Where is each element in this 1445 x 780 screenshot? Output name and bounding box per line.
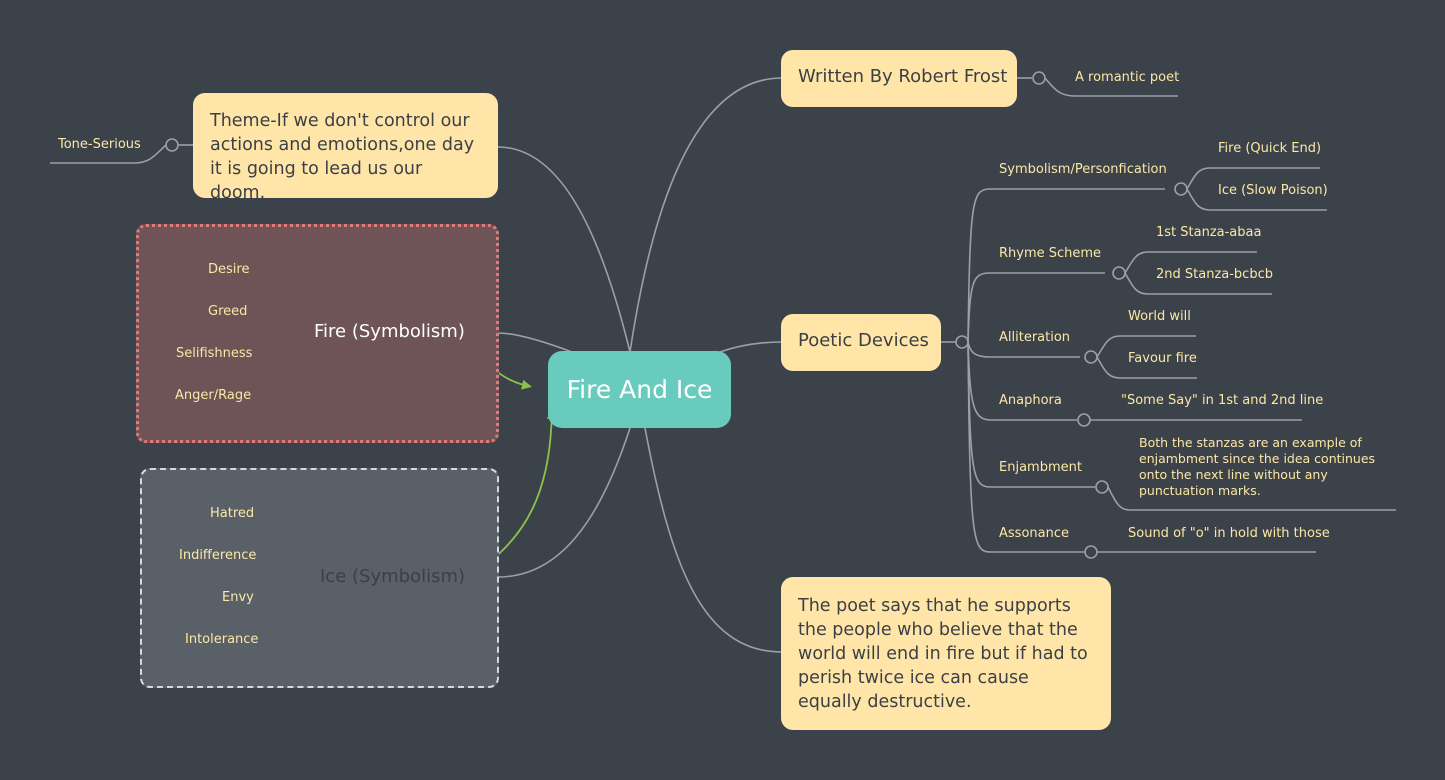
- ice-child-4[interactable]: Intolerance: [185, 632, 259, 647]
- theme-topic-label: Theme-If we don't control our actions an…: [210, 111, 475, 203]
- ice-topic[interactable]: Ice (Symbolism): [320, 566, 466, 587]
- device-anaphora-child-1[interactable]: "Some Say" in 1st and 2nd line: [1121, 393, 1324, 408]
- device-assonance-child-1[interactable]: Sound of "o" in hold with those: [1128, 526, 1330, 541]
- link-root-ice: [497, 427, 631, 578]
- fire-child-3[interactable]: Selifishness: [176, 346, 253, 361]
- summary-topic[interactable]: The poet says that he supports the peopl…: [781, 577, 1111, 730]
- devices-topic[interactable]: Poetic Devices: [781, 314, 941, 371]
- ice-child-1[interactable]: Hatred: [210, 506, 255, 521]
- link-root-author: [629, 77, 783, 353]
- ice-child-2[interactable]: Indifference: [179, 548, 257, 563]
- author-subtopic[interactable]: A romantic poet: [1075, 70, 1180, 85]
- theme-subtopic[interactable]: Tone-Serious: [58, 137, 141, 152]
- author-topic-label: Written By Robert Frost: [798, 66, 1008, 87]
- device-symbolism-child-2[interactable]: Ice (Slow Poison): [1218, 183, 1328, 198]
- ice-child-3[interactable]: Envy: [222, 590, 254, 605]
- device-anaphora[interactable]: Anaphora: [999, 393, 1062, 408]
- fire-boundary: [136, 224, 499, 443]
- device-symbolism[interactable]: Symbolism/Personfication: [999, 162, 1167, 177]
- device-assonance[interactable]: Assonance: [999, 526, 1069, 541]
- root-topic[interactable]: Fire And Ice: [548, 351, 731, 428]
- author-topic[interactable]: Written By Robert Frost: [781, 50, 1017, 107]
- devices-topic-label: Poetic Devices: [798, 330, 929, 351]
- fire-child-1[interactable]: Desire: [208, 262, 250, 277]
- device-alliteration-child-1[interactable]: World will: [1128, 309, 1191, 324]
- device-rhyme-child-1[interactable]: 1st Stanza-abaa: [1156, 225, 1262, 240]
- link-root-theme: [497, 146, 631, 353]
- device-alliteration-child-2[interactable]: Favour fire: [1128, 351, 1197, 366]
- link-root-summary: [644, 427, 783, 653]
- fire-child-4[interactable]: Anger/Rage: [175, 388, 252, 403]
- summary-topic-label: The poet says that he supports the peopl…: [798, 596, 1088, 712]
- fire-child-2[interactable]: Greed: [208, 304, 248, 319]
- device-symbolism-child-1[interactable]: Fire (Quick End): [1218, 141, 1322, 156]
- device-rhyme-scheme[interactable]: Rhyme Scheme: [999, 246, 1102, 261]
- root-topic-label: Fire And Ice: [566, 375, 713, 404]
- link-root-devices: [719, 341, 783, 353]
- fire-topic[interactable]: Fire (Symbolism): [314, 321, 465, 342]
- device-rhyme-child-2[interactable]: 2nd Stanza-bcbcb: [1156, 267, 1273, 282]
- ice-boundary: [140, 468, 499, 688]
- theme-topic[interactable]: Theme-If we don't control our actions an…: [193, 93, 498, 203]
- device-enjambment[interactable]: Enjambment: [999, 460, 1082, 475]
- device-alliteration[interactable]: Alliteration: [999, 330, 1071, 345]
- device-enjambment-child-1[interactable]: Both the stanzas are an example of enjam…: [1139, 435, 1376, 498]
- link-root-fire: [497, 332, 573, 353]
